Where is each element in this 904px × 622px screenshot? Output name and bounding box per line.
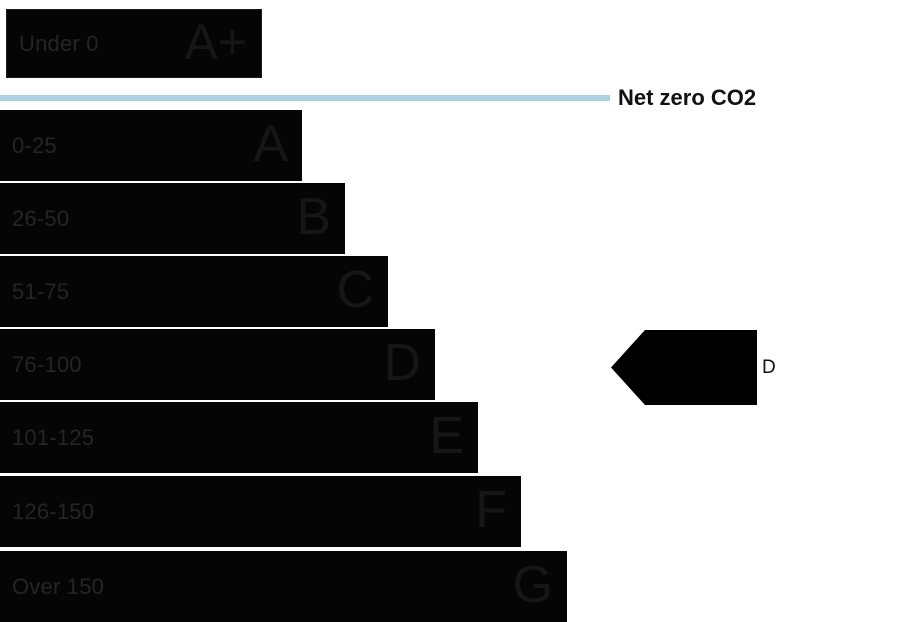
band-letter-label: G [512,555,553,614]
net-zero-label: Net zero CO2 [618,85,757,110]
band-range-label: Under 0 [19,30,99,56]
rating-band-e[interactable]: 101-125 E [0,402,478,473]
net-zero-marker: Net zero CO2 [0,84,904,112]
rating-band-g[interactable]: Over 150 G [0,551,567,622]
net-zero-line [0,95,610,101]
band-range-label: Over 150 [12,573,105,599]
band-range-label: 126-150 [12,498,95,524]
rating-band-b[interactable]: 26-50 B [0,183,345,254]
band-letter-label: B [296,187,331,246]
band-letter-label: C [336,260,374,319]
rating-band-f[interactable]: 126-150 F [0,476,521,547]
band-letter-label: F [475,480,507,539]
current-rating-arrow-icon [611,330,757,405]
current-rating-letter: D [762,357,776,378]
band-letter-label: D [383,333,421,392]
energy-rating-chart: Under 0 A+ Net zero CO2 0-25 A 26-50 B 5… [0,9,904,622]
band-range-label: 76-100 [12,351,82,377]
rating-band-d[interactable]: 76-100 D [0,329,435,400]
band-range-label: 26-50 [12,205,70,231]
band-letter-label: E [429,406,464,465]
rating-band-a[interactable]: 0-25 A [0,110,302,181]
band-letter-label: A+ [184,13,247,70]
band-letter-label: A [253,114,288,173]
band-range-label: 0-25 [12,132,57,158]
band-range-label: 51-75 [12,278,70,304]
rating-band-c[interactable]: 51-75 C [0,256,388,327]
rating-band-a-plus[interactable]: Under 0 A+ [6,9,262,78]
band-range-label: 101-125 [12,424,95,450]
